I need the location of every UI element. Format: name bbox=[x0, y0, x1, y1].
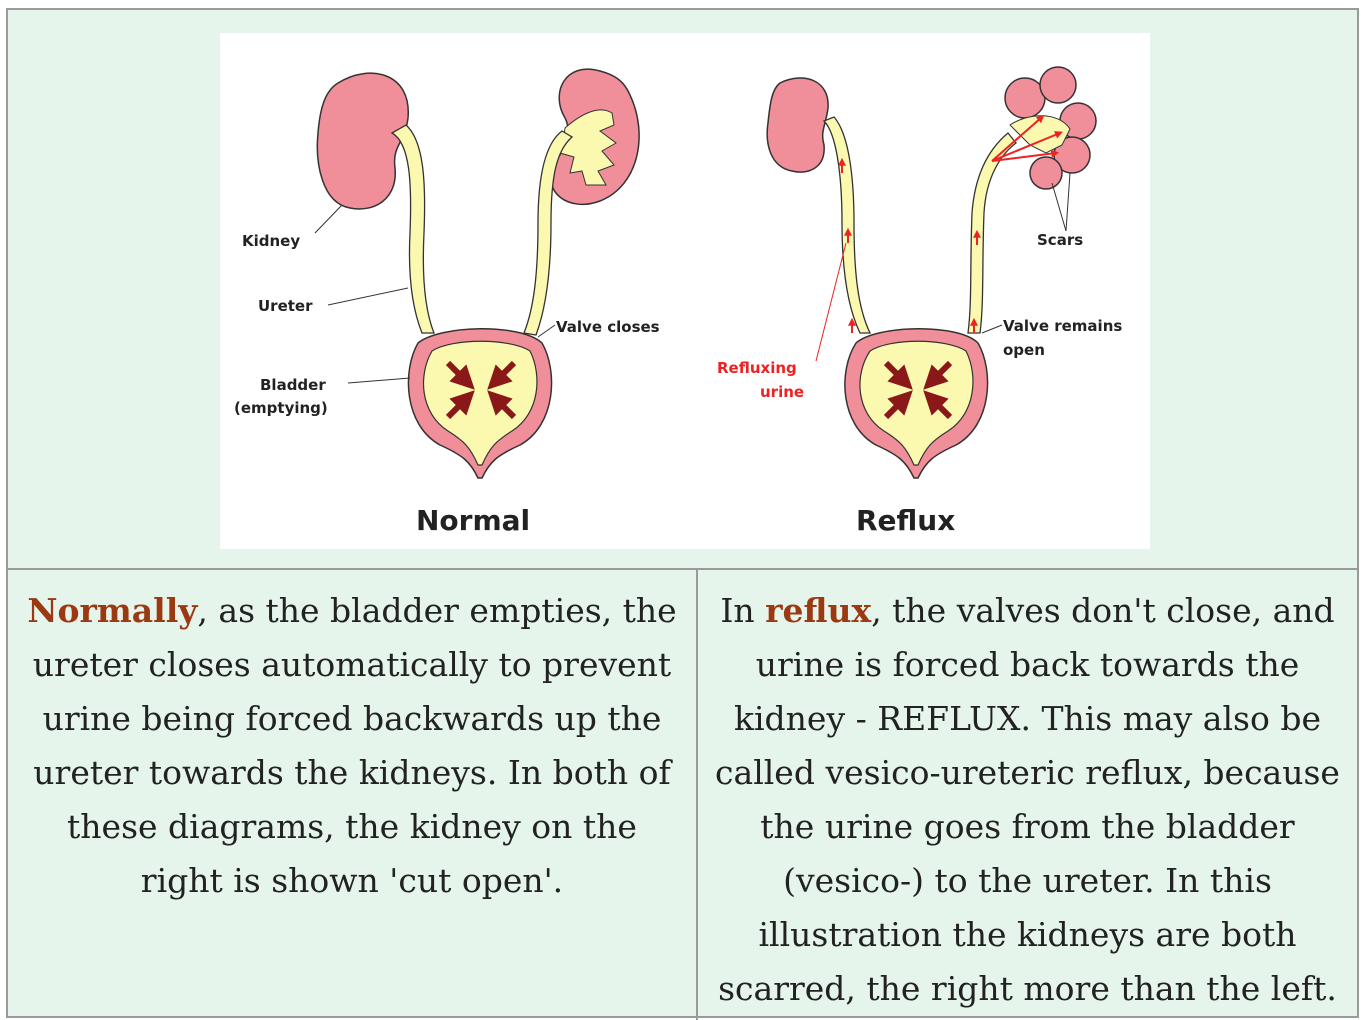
label-valve-closes: Valve closes bbox=[556, 318, 660, 336]
label-bladder: Bladder bbox=[260, 376, 326, 394]
reflux-bladder-inner bbox=[860, 341, 973, 465]
caption-normal: Normal bbox=[416, 504, 530, 537]
reflux-description-cell: In reflux, the valves don't close, and u… bbox=[698, 570, 1357, 1020]
label-refluxing-urine: urine bbox=[760, 383, 804, 401]
label-bladder-emptying: (emptying) bbox=[234, 399, 328, 417]
label-refluxing: Refluxing bbox=[717, 359, 797, 377]
reflux-description-prefix: In bbox=[720, 591, 765, 630]
normal-description-text: , as the bladder empties, the ureter clo… bbox=[33, 591, 677, 900]
caption-reflux: Reflux bbox=[856, 504, 955, 537]
reflux-right-kidney bbox=[1005, 67, 1096, 189]
label-valve-remains-open: open bbox=[1003, 341, 1045, 359]
normal-figure: Kidney Ureter Bladder (emptying) Valve c… bbox=[234, 69, 660, 537]
normal-description-cell: Normally, as the bladder empties, the ur… bbox=[8, 570, 698, 1020]
normal-left-kidney bbox=[317, 73, 408, 209]
diagram-svg: Kidney Ureter Bladder (emptying) Valve c… bbox=[220, 33, 1150, 549]
label-ureter: Ureter bbox=[258, 297, 313, 315]
reflux-highlight: reflux bbox=[765, 591, 871, 630]
content-table: Kidney Ureter Bladder (emptying) Valve c… bbox=[6, 8, 1359, 1018]
reflux-left-kidney bbox=[767, 78, 828, 172]
reflux-figure: Refluxing urine Valve remains open Scars… bbox=[717, 67, 1122, 537]
label-scars: Scars bbox=[1037, 231, 1083, 249]
normal-left-ureter bbox=[392, 125, 434, 333]
reflux-right-ureter bbox=[968, 133, 1016, 333]
label-kidney: Kidney bbox=[242, 232, 300, 250]
image-row: Kidney Ureter Bladder (emptying) Valve c… bbox=[8, 10, 1357, 570]
reflux-diagram: Kidney Ureter Bladder (emptying) Valve c… bbox=[220, 33, 1150, 549]
normally-highlight: Normally bbox=[27, 591, 197, 630]
label-valve-remains: Valve remains bbox=[1003, 317, 1122, 335]
reflux-description-text: , the valves don't close, and urine is f… bbox=[715, 591, 1340, 1008]
normal-bladder-inner bbox=[424, 341, 537, 465]
